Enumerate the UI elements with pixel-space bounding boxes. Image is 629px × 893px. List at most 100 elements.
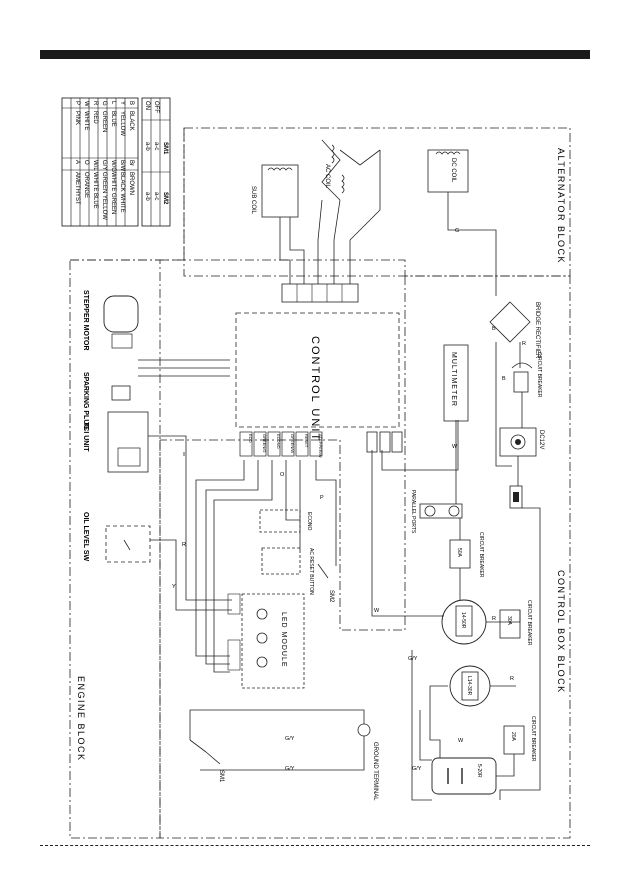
parallel-ports-label: PARALLEL PORTS: [410, 490, 416, 534]
svg-text:CIRCUIT BREAKER: CIRCUIT BREAKER: [530, 716, 536, 762]
circuit-breaker-50a: 50A CIRCUIT BREAKER: [449, 532, 484, 578]
legend-name: PINK: [74, 111, 80, 125]
sub-coil: SUB COIL: [250, 164, 299, 218]
legend-name: YELLOW: [119, 111, 125, 136]
dc12v-socket: DC12V: [499, 427, 544, 457]
led-module: LED MODULE: [227, 593, 305, 689]
circuit-breaker-20a: 20A CIRCUIT BREAKER: [503, 716, 536, 762]
control-pin-box: [253, 431, 267, 457]
legend-code: G: [101, 101, 107, 106]
svg-text:20A: 20A: [510, 732, 516, 742]
control-pin-label: ECO: [248, 434, 253, 443]
control-pin-box: [267, 431, 281, 457]
sm1-switch: SM1: [205, 751, 224, 783]
legend-name: BLACK WHITE: [119, 172, 125, 213]
svg-text:L14-30R: L14-30R: [466, 676, 472, 696]
svg-text:5-20R: 5-20R: [476, 764, 482, 778]
svg-text:O: O: [280, 472, 285, 478]
svg-text:B: B: [502, 376, 506, 382]
control-pin-box: [309, 431, 323, 457]
svg-text:SM1: SM1: [218, 770, 224, 783]
legend-name: GREEN YELLOW: [101, 172, 107, 220]
legend-code: W/G: [110, 160, 116, 172]
svg-text:Y: Y: [172, 584, 176, 590]
svg-text:P: P: [320, 495, 324, 501]
legend-code: W/L: [92, 160, 98, 171]
legend-code: P: [74, 101, 80, 105]
oil-level-switch: OIL LEVEL SW: [82, 512, 151, 563]
control-unit-label: CONTROL UNIT: [309, 336, 321, 442]
control-unit: CONTROL UNIT: [235, 312, 400, 442]
alternator-wires: [279, 150, 497, 296]
svg-text:G/Y: G/Y: [285, 766, 295, 772]
multimeter-label: MULTIMETER: [450, 352, 457, 407]
svg-text:R: R: [522, 341, 526, 347]
ground-terminal: GROUND TERMINAL: [357, 723, 378, 801]
control-pin-label: ECONO: [276, 434, 281, 449]
engine-block-label: ENGINE BLOCK: [76, 676, 86, 762]
sm2-switch: SM2: [317, 563, 334, 603]
legend-code: O: [83, 160, 89, 165]
wire-labels: G B R B W W R Y R G/Y G/Y G/Y G/Y R W P …: [172, 228, 526, 772]
sparking-plug: SPARKING PLUG: [82, 372, 131, 430]
ac-reset-button: AC RESET BUTTON: [261, 547, 314, 595]
control-pin-label: GREEN/W: [290, 434, 295, 453]
svg-text:G: G: [455, 228, 459, 234]
dc-coil-label: DC COIL: [450, 158, 456, 183]
svg-text:14-50R: 14-50R: [460, 612, 466, 629]
bridge-rectifier-label: BRIDGE RECTIFIER: [534, 302, 540, 359]
legend-code: W: [83, 101, 89, 107]
legend-name: BLUE: [110, 111, 116, 127]
svg-text:W: W: [458, 738, 464, 744]
receptacle-l14-30r: L14-30R: [449, 665, 491, 707]
legend-name: BROWN: [128, 172, 134, 195]
svg-text:R: R: [182, 542, 186, 548]
sub-coil-label: SUB COIL: [250, 186, 256, 215]
switch-header: SM2: [162, 192, 168, 205]
svg-text:SM2: SM2: [328, 590, 334, 603]
legend-code: L: [110, 101, 116, 105]
svg-text:CIRCUIT BREAKER: CIRCUIT BREAKER: [536, 352, 542, 398]
receptacle-5-20r: 5-20R: [431, 757, 497, 795]
footer-rule: [40, 845, 590, 846]
control-pin-label: STEPPER/W: [318, 434, 323, 458]
legend-name: BLACK: [128, 111, 134, 131]
legend-name: GREEN: [101, 111, 107, 132]
parallel-ports: PARALLEL PORTS: [410, 490, 463, 534]
control-pin-label: RESET: [304, 434, 309, 448]
stepper-motor: STEPPER MOTOR: [82, 290, 139, 351]
legend-code: Br: [128, 160, 134, 166]
fuse: [509, 485, 523, 509]
block-borders: [69, 127, 571, 839]
legend-name: WHITE GREEN: [110, 172, 116, 214]
tci-unit: TCI UNIT: [82, 411, 149, 473]
legend-code: Y: [119, 101, 125, 105]
svg-text:W: W: [452, 444, 458, 450]
legend-name: WHITE BLUE: [92, 172, 98, 209]
circuit-breaker-dc: CIRCUIT BREAKER: [511, 352, 542, 398]
legend-code: A: [74, 160, 80, 164]
switch-row-value: a-b: [144, 192, 150, 201]
svg-text:B: B: [492, 326, 496, 332]
dc-coil: DC COIL: [427, 149, 469, 193]
relay-connectors: [366, 431, 403, 453]
switch-row-value: a-c: [153, 192, 159, 200]
receptacle-14-50r: 14-50R: [441, 599, 487, 645]
svg-text:AC RESET BUTTON: AC RESET BUTTON: [308, 548, 314, 595]
wiring: [138, 342, 541, 801]
switch-row-value: a-c: [153, 142, 159, 150]
control-pins: ECO GREEN/G ECONO GREEN/W RESET STEPPER/W: [239, 431, 323, 458]
svg-text:50A: 50A: [456, 548, 462, 558]
control-box-block-label: CONTROL BOX BLOCK: [556, 570, 566, 694]
legend-name: WHITE: [83, 111, 89, 130]
alternator-block-label: ALTERNATOR BLOCK: [556, 148, 566, 264]
svg-text:CIRCUIT BREAKER: CIRCUIT BREAKER: [526, 600, 532, 646]
control-pin-box: [239, 431, 253, 457]
legend-name: AMETHYST: [74, 172, 80, 205]
control-pin-label: GREEN/G: [262, 434, 267, 452]
svg-text:G/Y: G/Y: [285, 736, 295, 742]
